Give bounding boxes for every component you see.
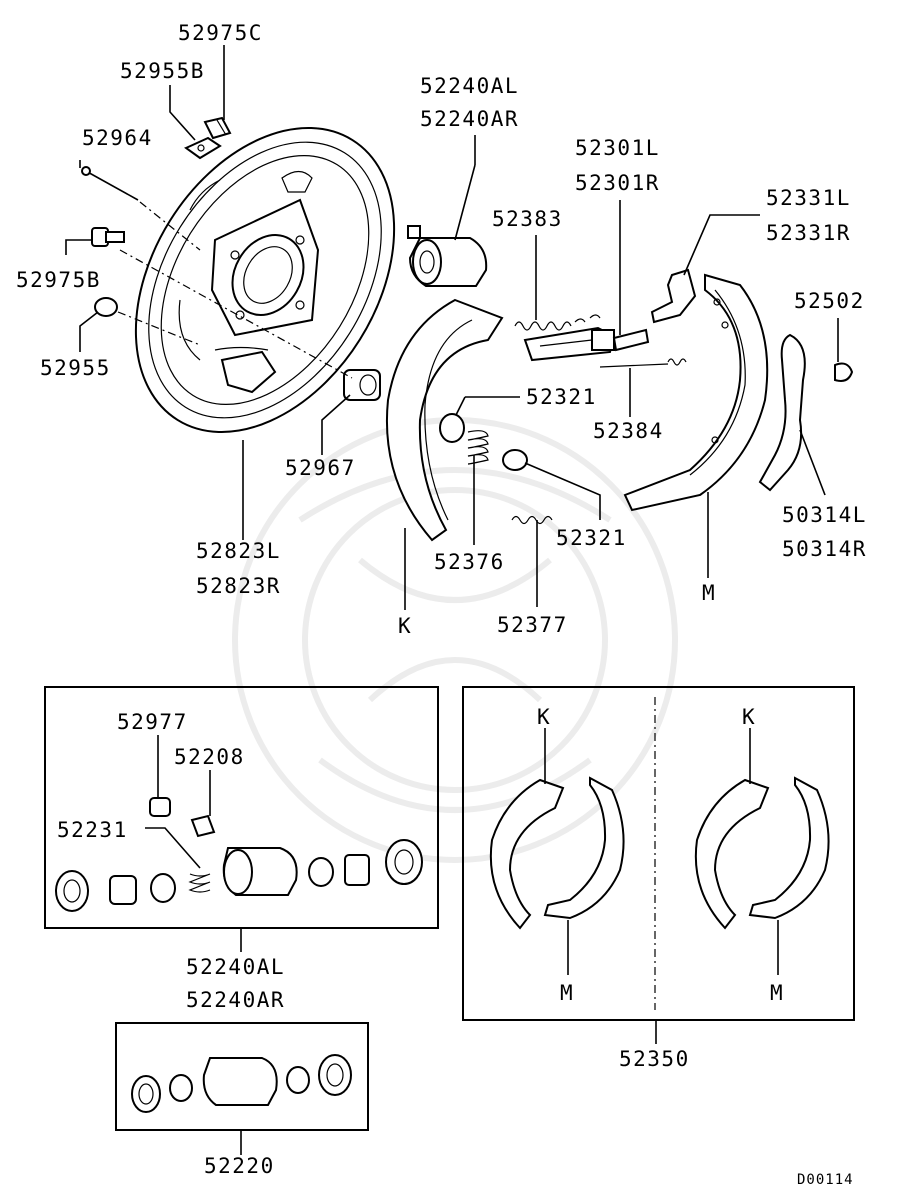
label-K: K	[398, 614, 412, 638]
brake-shoe-M	[623, 273, 769, 512]
label-52376: 52376	[434, 550, 505, 574]
plug-52955	[94, 297, 118, 317]
label-box-52240AR: 52240AR	[186, 988, 285, 1012]
label-52975C: 52975C	[178, 21, 263, 45]
label-50314R: 50314R	[782, 537, 867, 561]
bracket-52955B	[184, 136, 222, 160]
brake-shoe-K	[385, 298, 504, 542]
wheel-cylinder	[407, 225, 488, 287]
spring-52376	[467, 430, 489, 465]
label-52967: 52967	[285, 456, 356, 480]
parking-lever-50314	[758, 333, 806, 492]
adjuster-52301	[523, 326, 650, 362]
label-50314L: 50314L	[782, 503, 867, 527]
label-52823R: 52823R	[196, 574, 281, 598]
label-52384: 52384	[593, 419, 664, 443]
spring-52383	[514, 314, 601, 331]
label-52231: 52231	[57, 818, 128, 842]
backing-plate	[134, 127, 396, 433]
label-52321-lower: 52321	[556, 526, 627, 550]
diagram-code: D00114	[797, 1172, 854, 1187]
label-52955B: 52955B	[120, 59, 205, 83]
label-52977: 52977	[117, 710, 188, 734]
label-52383: 52383	[492, 207, 563, 231]
label-52964: 52964	[82, 126, 153, 150]
leader-lines	[65, 45, 839, 610]
label-52240AL: 52240AL	[420, 74, 519, 98]
part-labels-top: 52975C 52955B 52964 52975B 52955 52967 5…	[16, 21, 867, 638]
cup-52321-upper	[439, 413, 465, 443]
cup-52321-lower	[502, 449, 528, 471]
label-52377: 52377	[497, 613, 568, 637]
bolt-52975C	[203, 116, 232, 140]
label-52331L: 52331L	[766, 186, 851, 210]
label-52955: 52955	[40, 356, 111, 380]
label-52240AR: 52240AR	[420, 107, 519, 131]
label-kit-M-left: M	[560, 981, 574, 1005]
pin-52964	[81, 166, 139, 201]
bolt-52975B	[91, 227, 125, 247]
wheel-cylinder-box-labels: 52977 52208 52231	[57, 710, 245, 842]
label-52301L: 52301L	[575, 136, 660, 160]
wheel-cylinder-parts-box	[44, 686, 439, 929]
nut-52967	[343, 369, 381, 401]
label-52975B: 52975B	[16, 268, 101, 292]
label-kit-K-left: K	[537, 705, 551, 729]
label-M: M	[702, 581, 716, 605]
label-kit-K-right: K	[742, 705, 756, 729]
label-52823L: 52823L	[196, 539, 281, 563]
lever-52331	[650, 268, 697, 324]
repair-kit-box	[115, 1022, 369, 1131]
label-52208: 52208	[174, 745, 245, 769]
shoe-kit-box	[462, 686, 855, 1021]
label-52502: 52502	[794, 289, 865, 313]
label-52220: 52220	[204, 1154, 275, 1178]
shoe-kit-labels: K M K M	[537, 705, 784, 1005]
spring-52377	[511, 515, 553, 525]
label-kit-M-right: M	[770, 981, 784, 1005]
label-52321-upper: 52321	[526, 385, 597, 409]
label-52331R: 52331R	[766, 221, 851, 245]
label-52301R: 52301R	[575, 171, 660, 195]
clip-52502	[834, 362, 854, 382]
label-box-52240AL: 52240AL	[186, 955, 285, 979]
label-52350: 52350	[619, 1047, 690, 1071]
spring-52384	[599, 358, 687, 368]
